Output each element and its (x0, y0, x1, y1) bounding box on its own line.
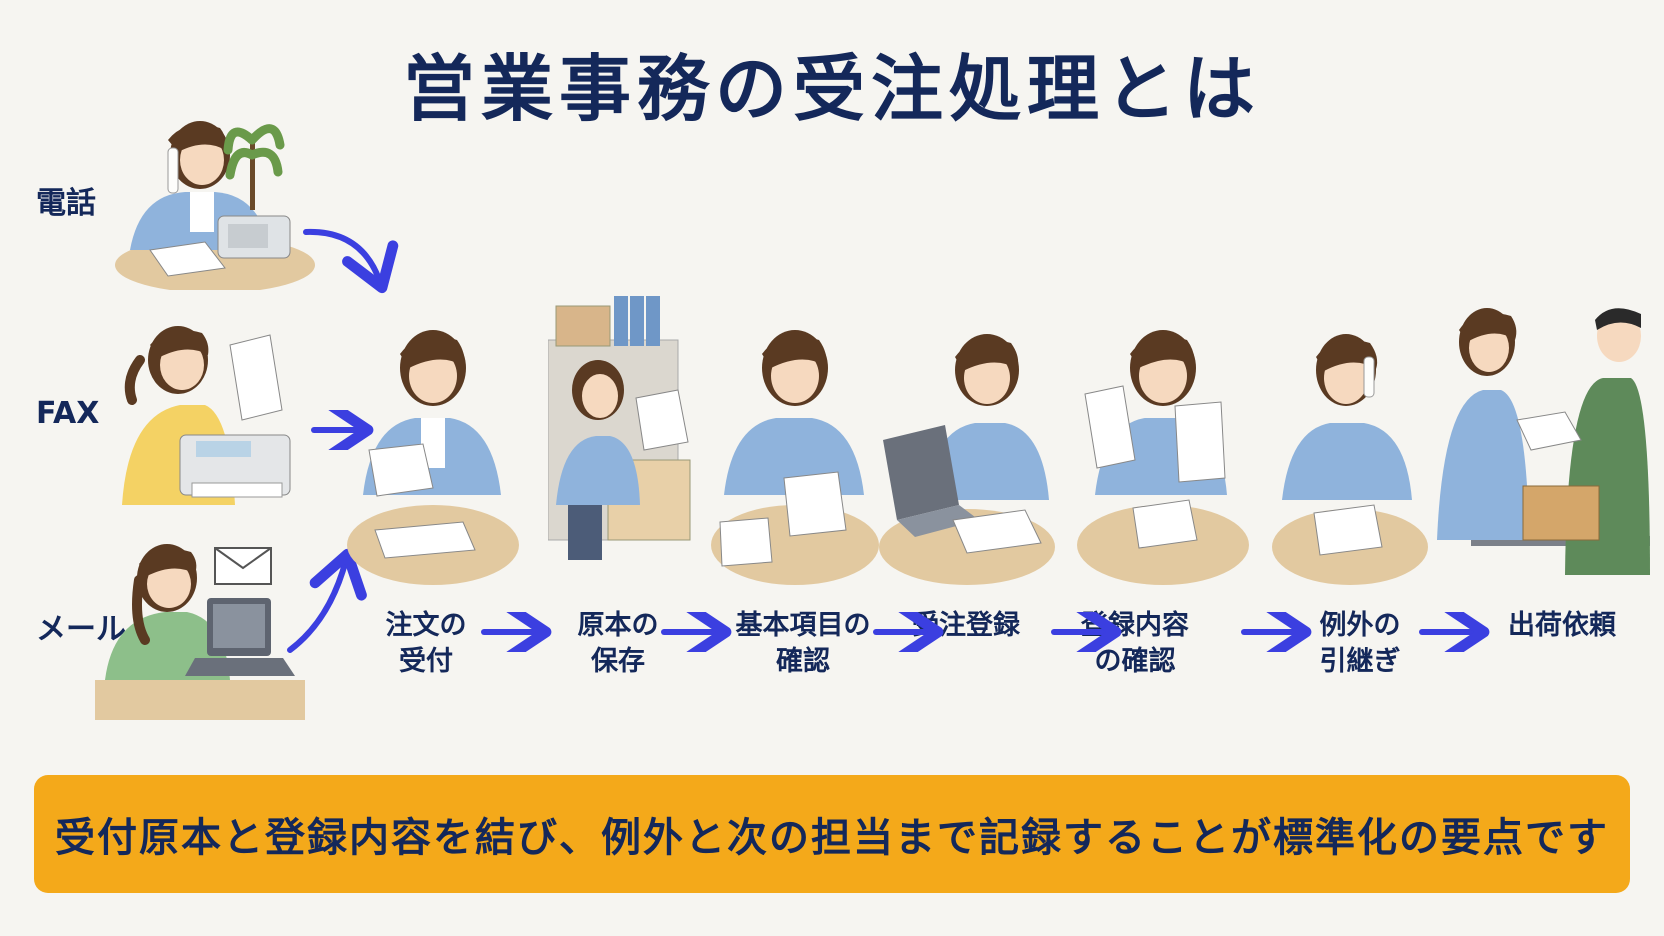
phone-to-receive-arrow (303, 228, 399, 294)
summary-text: 受付原本と登録内容を結び、例外と次の担当まで記録することが標準化の要点です (55, 815, 1609, 861)
flow-arrow-2 (661, 612, 732, 652)
step-handover-illustration (1272, 334, 1428, 585)
flow-arrow-1 (481, 612, 552, 652)
summary-banner: 受付原本と登録内容を結び、例外と次の担当まで記録することが標準化の要点です (34, 775, 1630, 893)
email-scene-illustration (95, 544, 305, 720)
step-label-receive: 注文の受付 (385, 610, 467, 677)
channel-label-phone: 電話 (36, 186, 96, 221)
step-label-basic-check: 基本項目の確認 (735, 610, 871, 677)
step-check-illustration (711, 330, 879, 585)
step-label-ship: 出荷依頼 (1508, 610, 1616, 641)
step-register-illustration (879, 334, 1055, 585)
step-receive-illustration (347, 330, 519, 585)
flow-arrow-4 (1051, 612, 1122, 652)
step-ship-illustration (1437, 308, 1650, 575)
step-label-handover: 例外の引継ぎ (1319, 610, 1401, 677)
channel-label-email: メール (36, 612, 126, 647)
flow-arrow-5 (1241, 612, 1312, 652)
flow-arrow-3 (873, 612, 944, 652)
email-to-receive-arrow (287, 548, 367, 653)
phone-scene-illustration (115, 121, 315, 290)
step-verify-illustration (1077, 330, 1249, 585)
step-store-illustration (548, 296, 691, 560)
page-title: 営業事務の受注処理とは (402, 47, 1261, 131)
step-label-store: 原本の保存 (577, 610, 659, 677)
fax-scene-illustration (122, 326, 291, 505)
channel-label-fax: FAX (36, 396, 100, 431)
flow-arrow-6 (1419, 612, 1490, 652)
fax-to-receive-arrow (311, 410, 374, 450)
